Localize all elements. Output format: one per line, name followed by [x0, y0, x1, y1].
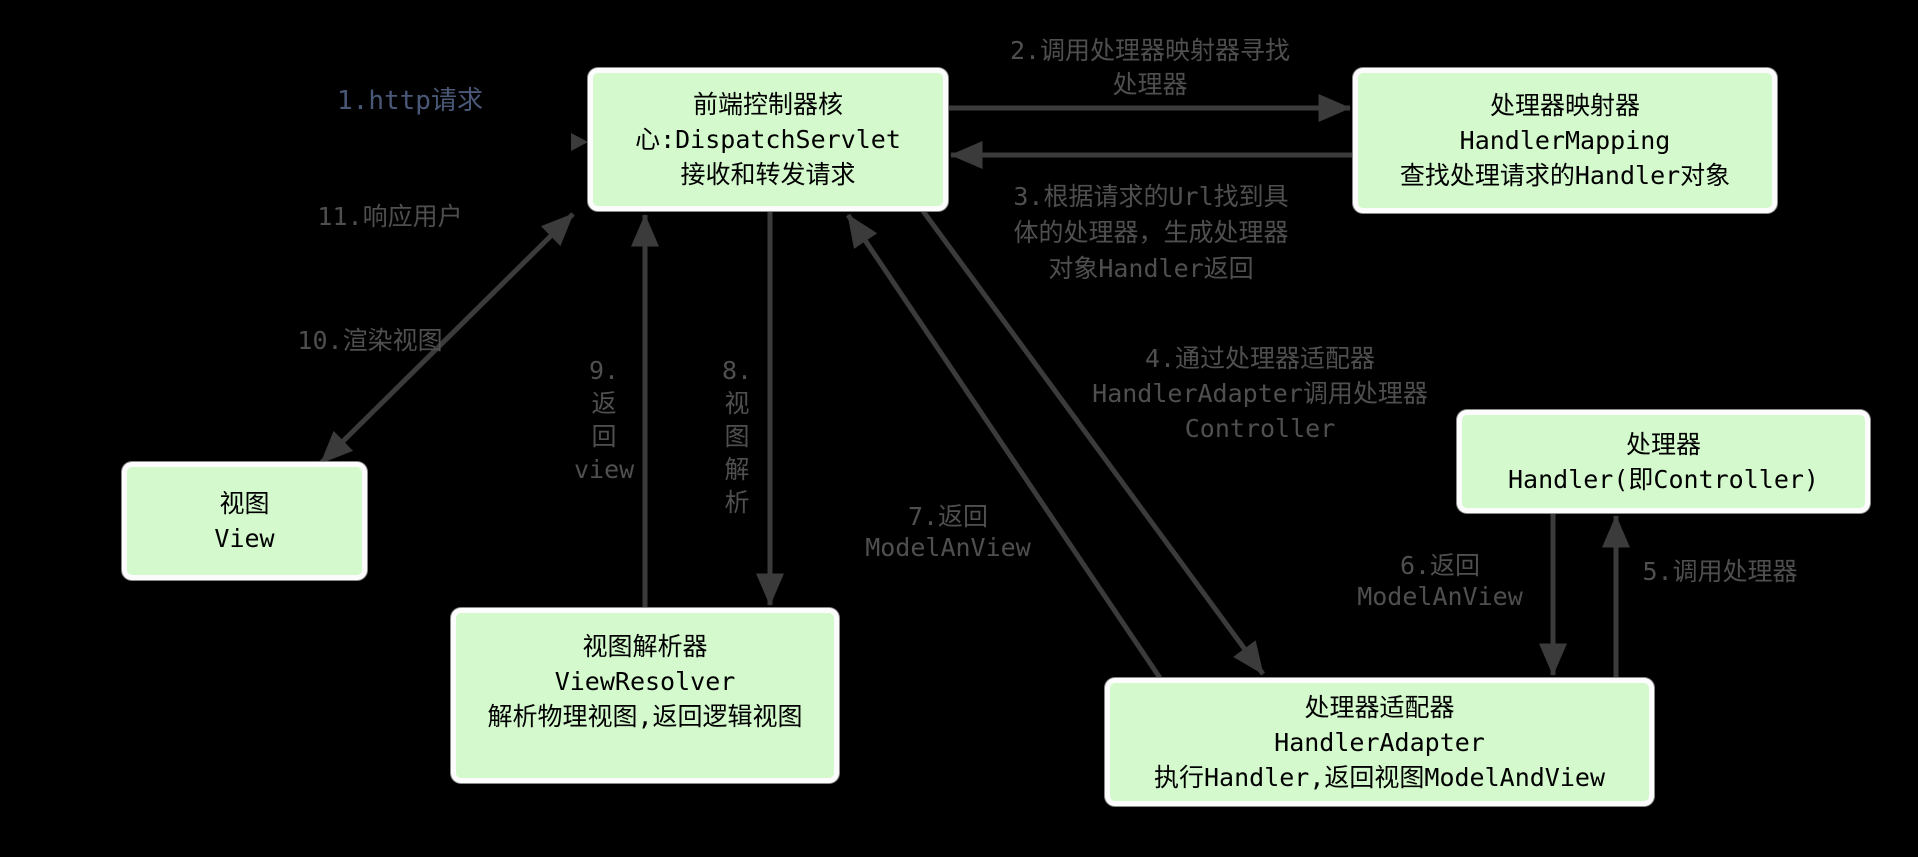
box-line: ViewResolver: [554, 667, 736, 696]
box-line: 视图: [219, 489, 270, 518]
box-view: 视图 View: [122, 462, 367, 580]
box-line: Handler(即Controller): [1508, 464, 1819, 494]
label-step1-http-request: 1.http请求: [337, 86, 483, 116]
box-line: 心:DispatchServlet: [635, 125, 901, 154]
box-line: 接收和转发请求: [680, 160, 856, 189]
box-line: 执行Handler,返回视图ModelAndView: [1153, 762, 1606, 792]
label-step7-return-modelanview: 7.返回 ModelAnView: [865, 502, 1031, 562]
box-line: View: [214, 524, 275, 553]
arrow-step7-return-modelandview: [845, 213, 1163, 680]
box-line: 处理器适配器: [1304, 692, 1455, 722]
label-step10-render-view: 10.渲染视图: [297, 326, 443, 355]
label-step2-call-handler-mapping: 2.调用处理器映射器寻找 处理器: [1009, 36, 1291, 99]
box-handler-mapping: 处理器映射器 HandlerMapping 查找处理请求的Handler对象: [1353, 68, 1777, 213]
box-line: 处理器映射器: [1489, 91, 1640, 120]
arrow-step1-http-request: [571, 133, 588, 151]
box-handler: 处理器 Handler(即Controller): [1457, 410, 1870, 513]
box-line: 处理器: [1625, 429, 1701, 459]
box-line: 查找处理请求的Handler对象: [1399, 161, 1731, 190]
box-view-resolver: 视图解析器 ViewResolver 解析物理视图,返回逻辑视图: [451, 608, 839, 783]
box-dispatcher-servlet: 前端控制器核 心:DispatchServlet 接收和转发请求: [588, 68, 948, 211]
box-line: 解析物理视图,返回逻辑视图: [487, 702, 803, 731]
box-handler-adapter: 处理器适配器 HandlerAdapter 执行Handler,返回视图Mode…: [1105, 678, 1654, 806]
label-step5-call-handler: 5.调用处理器: [1642, 557, 1798, 586]
box-line: 前端控制器核: [692, 90, 843, 119]
box-line: HandlerAdapter: [1274, 727, 1485, 757]
arrow-step4-to-handler-adapter: [920, 209, 1266, 676]
box-line: HandlerMapping: [1459, 126, 1671, 155]
label-step8-view-resolve-vertical: 8. 视 图 解 析: [721, 356, 753, 517]
label-step6-return-modelanview: 6.返回 ModelAnView: [1357, 551, 1523, 611]
label-step3-find-handler: 3.根据请求的Url找到具 体的处理器，生成处理器 对象Handler返回: [1013, 182, 1289, 283]
arrow-step10-11-render-respond: [319, 212, 575, 465]
label-step4-via-handler-adapter: 4.通过处理器适配器 HandlerAdapter调用处理器 Controlle…: [1092, 344, 1428, 443]
label-step9-return-view-vertical: 9. 返 回 view: [574, 356, 635, 484]
box-line: 视图解析器: [582, 632, 708, 661]
label-step11-respond-user: 11.响应用户: [317, 202, 463, 231]
